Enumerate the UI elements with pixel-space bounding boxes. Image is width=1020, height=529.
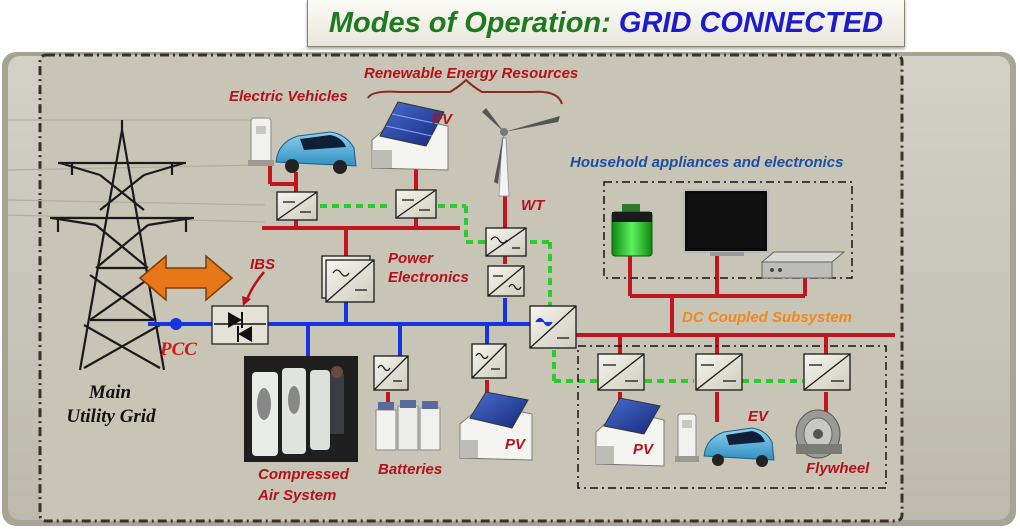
converter-battery-icon	[373, 355, 409, 391]
dc-bus-lines	[148, 298, 530, 356]
pv-house-dc-icon	[595, 397, 665, 467]
electric-car-dc-icon	[703, 427, 775, 467]
wind-turbine-icon	[482, 108, 560, 197]
label-household: Household appliances and electronics	[570, 154, 844, 171]
label-batteries: Batteries	[378, 461, 443, 478]
bidirectional-arrow-icon	[138, 254, 234, 302]
converter-dc-flywheel-icon	[803, 353, 851, 391]
set-top-box-icon	[760, 251, 846, 279]
pv-house-mid-icon	[459, 391, 533, 461]
battery-appliance-icon	[611, 204, 653, 257]
compressed-air-system-icon	[244, 356, 358, 462]
comm-lines	[320, 204, 803, 383]
converter-dc-ev-icon	[695, 353, 743, 391]
label-electric-vehicles: Electric Vehicles	[229, 88, 348, 105]
converter-wt-2-icon	[487, 265, 525, 297]
tv-icon	[683, 189, 769, 256]
converter-boxes	[276, 189, 851, 391]
converter-wt-1-icon	[485, 227, 527, 257]
title-colon: :	[601, 7, 611, 39]
title-mode: GRID CONNECTED	[618, 7, 884, 39]
label-pv-mid: PV	[505, 436, 526, 453]
converter-ev-icon	[276, 191, 318, 221]
renewable-brace	[367, 78, 563, 105]
ibs-pointer-head	[242, 296, 251, 306]
label-dc-coupled: DC Coupled Subsystem	[682, 309, 853, 326]
converter-dc-coupled-icon	[529, 305, 577, 349]
label-power-electronics-1: Power	[388, 250, 434, 267]
label-pcc: PCC	[160, 339, 197, 360]
converter-pv-mid-icon	[471, 343, 507, 379]
batteries-icon	[375, 400, 441, 451]
label-wt: WT	[521, 197, 545, 214]
pcc-node	[170, 318, 182, 330]
ev-charger-top-icon	[248, 117, 274, 166]
label-pv-dc: PV	[633, 441, 654, 458]
converter-dc-pv-icon	[597, 353, 645, 391]
pv-house-top-icon	[371, 101, 449, 171]
household-group	[603, 181, 853, 279]
ev-charger-dc-icon	[675, 413, 699, 462]
label-cas-2: Air System	[258, 487, 337, 504]
label-ibs: IBS	[250, 256, 276, 273]
label-grid-2: Utility Grid	[66, 406, 156, 427]
power-electronics-converter-icon	[321, 255, 375, 303]
label-cas-1: Compressed	[258, 466, 349, 483]
page-title: Modes of Operation: GRID CONNECTED	[307, 0, 905, 47]
label-grid-1: Main	[88, 382, 132, 403]
title-prefix: Modes of Operation	[328, 7, 602, 39]
label-power-electronics-2: Electronics	[388, 269, 469, 286]
label-renewable-resources: Renewable Energy Resources	[364, 65, 579, 82]
converter-pv-top-icon	[395, 189, 437, 219]
ac-bus-lines	[262, 164, 895, 422]
utility-tower-icon	[50, 120, 194, 371]
dc-coupled-group	[577, 345, 887, 489]
label-pv-top: PV	[432, 111, 453, 128]
label-flywheel: Flywheel	[806, 460, 870, 477]
ibs-switch-icon	[211, 305, 269, 345]
label-ev: EV	[748, 408, 769, 425]
electric-car-top-icon	[275, 131, 357, 174]
flywheel-icon	[795, 409, 842, 459]
